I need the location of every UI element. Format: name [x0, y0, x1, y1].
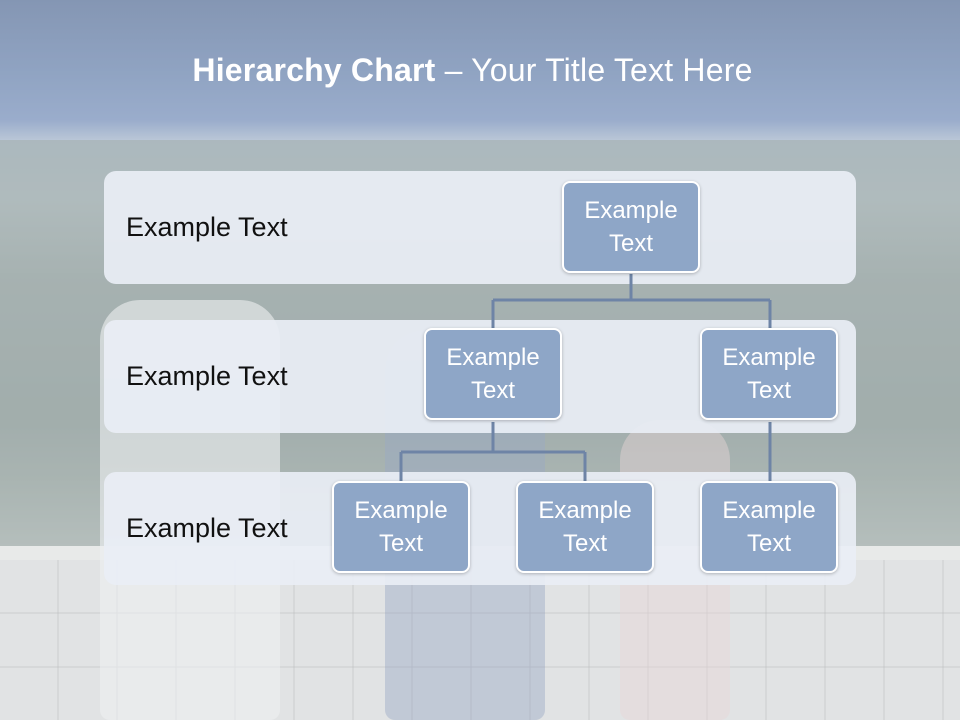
title-bold: Hierarchy Chart: [192, 52, 436, 88]
row-band-1: Example Text: [104, 171, 856, 284]
node-root[interactable]: Example Text: [562, 181, 700, 273]
slide-title: Hierarchy Chart – Your Title Text Here: [0, 52, 945, 89]
title-rest: – Your Title Text Here: [435, 52, 753, 88]
node-level3-a[interactable]: Example Text: [332, 481, 470, 573]
row-label-1: Example Text: [126, 212, 288, 242]
node-level3-c[interactable]: Example Text: [700, 481, 838, 573]
node-level2-right[interactable]: Example Text: [700, 328, 838, 420]
node-level3-b[interactable]: Example Text: [516, 481, 654, 573]
row-label-2: Example Text: [126, 361, 288, 391]
node-level2-left[interactable]: Example Text: [424, 328, 562, 420]
row-label-3: Example Text: [126, 513, 288, 543]
